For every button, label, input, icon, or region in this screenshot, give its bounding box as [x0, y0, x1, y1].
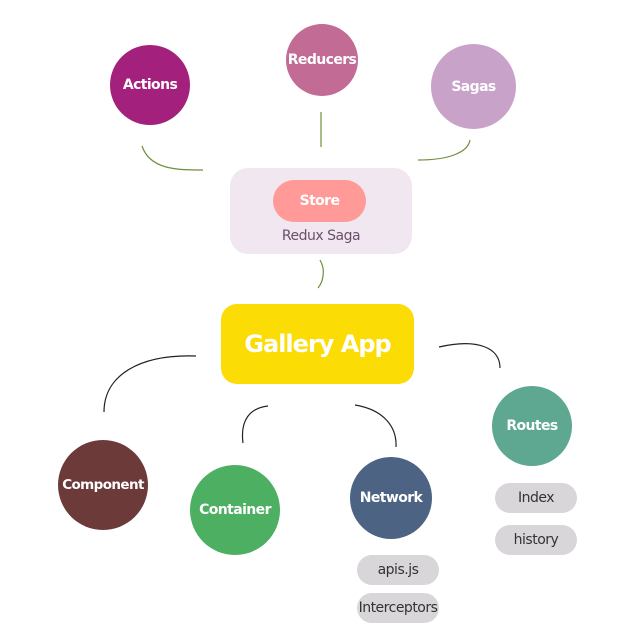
component-node: Component — [58, 440, 148, 530]
reducers-node: Reducers — [286, 24, 358, 96]
routes-item-index: Index — [495, 483, 577, 513]
routes-item-history: history — [495, 525, 577, 555]
sagas-node: Sagas — [431, 44, 516, 129]
network-item-interceptors: Interceptors — [357, 593, 439, 623]
container-node: Container — [190, 465, 280, 555]
connector-app-routes — [438, 343, 501, 369]
actions-node: Actions — [110, 45, 190, 125]
connector-app-container — [241, 405, 269, 444]
store-node: Store — [273, 180, 366, 222]
network-item-apis: apis.js — [357, 555, 439, 585]
connector-app-network — [354, 404, 397, 448]
connector-store-app — [317, 259, 324, 289]
routes-node: Routes — [492, 386, 572, 466]
network-node: Network — [350, 457, 432, 539]
store-sublabel: Redux Saga — [281, 228, 361, 244]
connector-actions-store — [141, 145, 204, 171]
gallery-app-node: Gallery App — [221, 304, 414, 384]
connector-app-component — [103, 355, 197, 413]
connector-sagas-store — [417, 139, 471, 161]
